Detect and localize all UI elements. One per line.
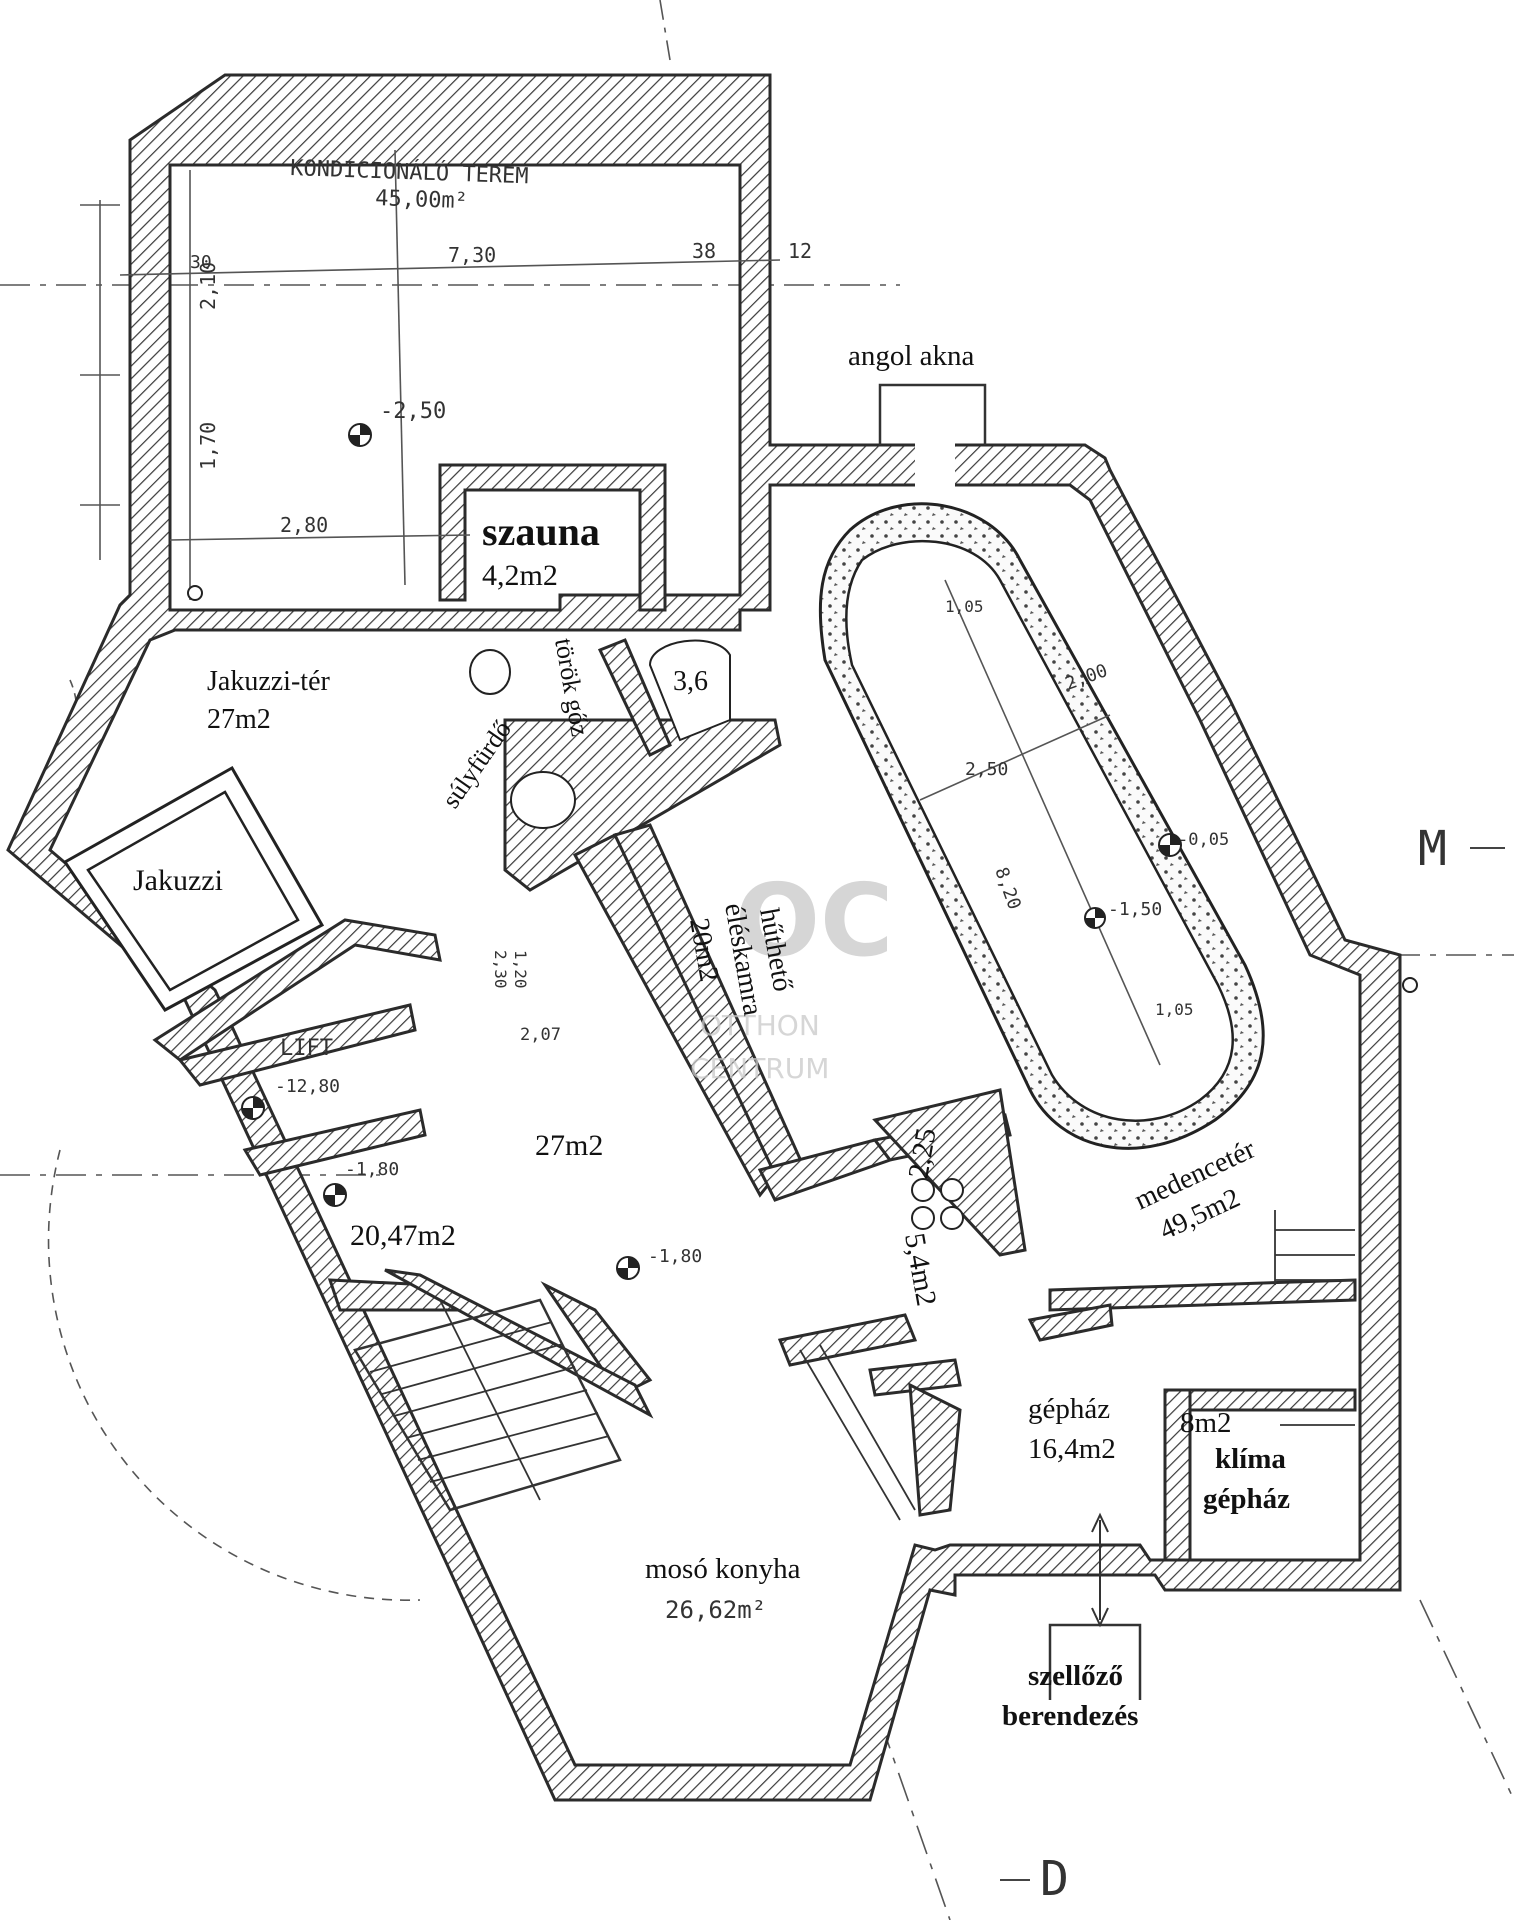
label-angol-akna: angol akna <box>848 340 975 372</box>
sauna-fixtures <box>469 639 731 829</box>
level-005: -0,05 <box>1178 830 1229 850</box>
dim-280: 2,80 <box>280 513 328 537</box>
dim-730: 7,30 <box>448 243 496 267</box>
label-klima-2: gépház <box>1203 1483 1290 1515</box>
label-gephaz-area: 16,4m2 <box>1028 1433 1116 1465</box>
label-szellozo-1: szellőző <box>1028 1660 1123 1692</box>
watermark-logo: OC OTTHON CENTRUM <box>690 862 893 1085</box>
dim-210: 2,10 <box>196 262 220 310</box>
dim-30: 30 <box>190 252 212 273</box>
label-klima-area: 8m2 <box>1180 1407 1232 1439</box>
label-torok-goz-area: 3,6 <box>673 666 708 697</box>
level-180b: -1,80 <box>648 1246 702 1267</box>
label-szellozo-2: berendezés <box>1002 1700 1138 1732</box>
label-corridor-area: 5,4m2 <box>898 1231 942 1309</box>
ventilation-arrow-icon <box>1091 1512 1109 1628</box>
label-jakuzzi-ter: Jakuzzi-tér <box>207 666 330 697</box>
dim-250: 2,50 <box>965 759 1008 780</box>
label-jakuzzi-ter-area: 27m2 <box>207 704 271 735</box>
label-gephaz: gépház <box>1028 1393 1110 1425</box>
english-shaft <box>878 383 987 488</box>
label-klima-1: klíma <box>1215 1443 1286 1475</box>
section-marks: M D <box>1000 821 1505 1907</box>
level-250: -2,50 <box>380 399 446 424</box>
label-lift: LIFT <box>280 1036 333 1061</box>
section-mark-d: D <box>1040 1851 1069 1907</box>
level-1280: -12,80 <box>275 1076 340 1097</box>
label-jakuzzi: Jakuzzi <box>133 864 223 897</box>
level-markers <box>187 423 1418 1280</box>
washroom-fixtures <box>911 1178 1142 1700</box>
dim-12: 12 <box>788 239 812 263</box>
section-mark-m: M <box>1418 821 1447 877</box>
dim-120: 1,20 <box>511 950 530 989</box>
label-moso-area: 26,62m² <box>665 1596 766 1624</box>
label-szauna-area: 4,2m2 <box>482 559 558 592</box>
swimming-pool <box>818 502 1265 1150</box>
dimension-lines <box>80 149 781 600</box>
dim-105b: 1,05 <box>1155 1000 1194 1019</box>
jacuzzi-tub <box>62 765 325 1012</box>
label-szauna: szauna <box>482 509 600 554</box>
dim-207: 2,07 <box>520 1025 561 1045</box>
exterior-walls <box>6 73 1402 1802</box>
watermark-line2: OTTHON <box>700 1009 820 1042</box>
dim-230: 2,30 <box>491 950 510 989</box>
level-180a: -1,80 <box>345 1159 399 1180</box>
dim-38: 38 <box>692 239 716 263</box>
label-hall-area: 27m2 <box>535 1129 603 1162</box>
watermark-line1: OC <box>735 862 893 979</box>
level-150: -1,50 <box>1108 899 1162 920</box>
dim-170: 1,70 <box>196 422 220 470</box>
dim-105a: 1,05 <box>945 597 984 616</box>
watermark-line3: CENTRUM <box>690 1052 829 1085</box>
staircase <box>353 1210 1355 1521</box>
label-moso: mosó konyha <box>645 1553 801 1585</box>
label-lift-hall-area: 20,47m2 <box>350 1219 456 1252</box>
label-kondicionalo-area: 45,00m² <box>375 186 469 214</box>
